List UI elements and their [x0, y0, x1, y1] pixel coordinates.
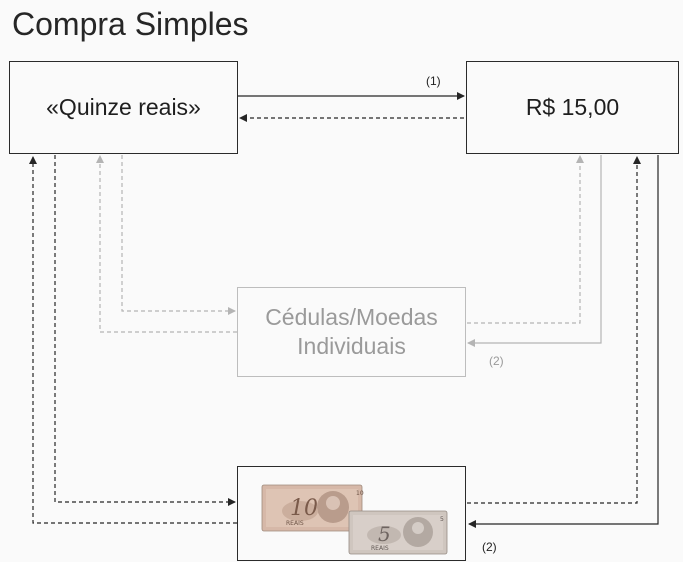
- individual-notes-line2: Individuais: [297, 333, 406, 359]
- step-label-bottom: (2): [482, 540, 497, 554]
- word-form-label: «Quinze reais»: [46, 94, 201, 120]
- individual-notes-line1: Cédulas/Moedas: [265, 304, 438, 331]
- step-label-top: (1): [426, 74, 441, 88]
- arrow-banknotes-to-numeric: [467, 156, 641, 504]
- arrow-banknotes-to-word: [29, 156, 237, 524]
- arrow-numeric-to-banknotes: [468, 155, 659, 528]
- arrow-word-to-banknotes: [54, 155, 236, 506]
- word-form-box: «Quinze reais»: [9, 61, 238, 154]
- ten-reais-corner: 10: [356, 490, 364, 497]
- step-label-middle: (2): [489, 354, 504, 368]
- five-reais-word: REAIS: [371, 545, 389, 552]
- banknotes-box: 10 REAIS 10 5 REAIS 5: [237, 466, 466, 561]
- diagram-title: Compra Simples: [12, 6, 249, 42]
- individual-notes-box: Cédulas/Moedas Individuais: [237, 287, 466, 377]
- arrow-numeric-to-individual: [467, 155, 602, 347]
- five-reais-corner: 5: [440, 516, 444, 523]
- numeric-form-label: R$ 15,00: [525, 94, 620, 120]
- numeric-form-box: R$ 15,00: [466, 61, 679, 154]
- ten-reais-value: 10: [290, 496, 318, 521]
- arrow-individual-to-numeric: [467, 155, 584, 324]
- five-reais-note: 5 REAIS 5: [348, 510, 448, 555]
- arrow-individual-to-word: [96, 155, 237, 333]
- ten-reais-note: 10 REAIS 10: [261, 484, 364, 532]
- banknotes-illustration: 10 REAIS 10 5 REAIS 5: [261, 484, 448, 555]
- arrow-word-to-individual: [121, 155, 236, 315]
- ten-reais-word: REAIS: [286, 520, 304, 527]
- five-reais-value: 5: [378, 522, 391, 546]
